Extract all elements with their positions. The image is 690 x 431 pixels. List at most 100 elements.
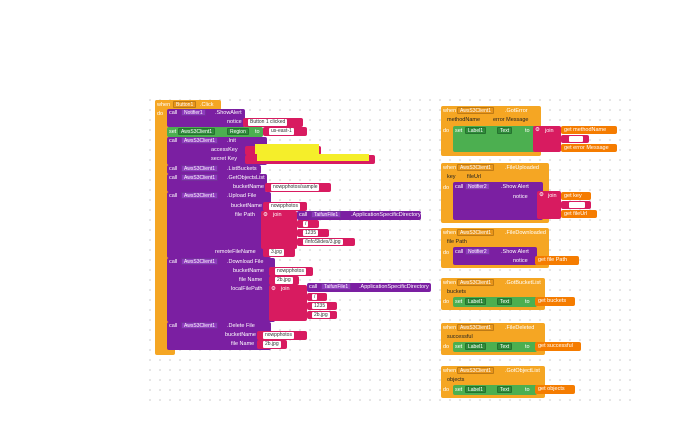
click-event-label: .Click [200, 102, 214, 108]
file-text-value[interactable]: 2b.jpg [263, 341, 281, 348]
slash-text-value[interactable]: / [312, 294, 318, 300]
bucket-text-value[interactable]: nowpphotos/sample [271, 184, 320, 191]
taifunfile1-pill[interactable]: TaifunFile1 [311, 211, 342, 218]
join-block[interactable] [537, 191, 561, 219]
get-file-path-value[interactable]: get file Path [538, 257, 568, 263]
awss3client1-pill[interactable]: AwsS3Client1 [457, 164, 495, 171]
awss3client1-pill[interactable]: AwsS3Client1 [181, 165, 219, 172]
call-keyword: call [455, 249, 464, 255]
set-label-text-block[interactable] [453, 342, 537, 352]
set-keyword: set [455, 387, 463, 393]
separator-text-value[interactable] [569, 202, 585, 208]
bucket-text-value[interactable]: nowpphotos [263, 332, 294, 339]
awss3client1-pill[interactable]: AwsS3Client1 [457, 367, 495, 374]
param-file-path[interactable]: file Path [447, 239, 467, 245]
text-prop-pill[interactable]: Text [497, 343, 513, 350]
app-dir-block[interactable] [297, 211, 421, 220]
param-successful[interactable]: successful [447, 334, 473, 340]
param-buckets[interactable]: buckets [447, 289, 466, 295]
join-block[interactable] [533, 126, 561, 152]
param-method-name[interactable]: methodName [447, 117, 481, 123]
awss3client1-pill[interactable]: AwsS3Client1 [181, 192, 219, 199]
notifier1-pill[interactable]: Notifier1 [181, 109, 206, 116]
show-alert-method: .Show Alert [501, 184, 529, 190]
init-method: .Init [227, 138, 236, 144]
get-buckets-value[interactable]: get buckets [538, 298, 567, 304]
text-prop-pill[interactable]: Text [497, 386, 513, 393]
notice-text-value[interactable]: Button 1 clicked [248, 119, 288, 126]
got-error-label: .GotError [505, 108, 528, 114]
gear-icon[interactable]: ⚙ [271, 286, 276, 292]
awss3client1-pill[interactable]: AwsS3Client1 [457, 279, 495, 286]
get-key-value[interactable]: get key [564, 193, 582, 199]
redacted-secret-key [257, 154, 369, 161]
text-prop-pill[interactable]: Text [497, 298, 513, 305]
remote-file-name-label: remoteFileName [215, 249, 256, 255]
set-label-text-block[interactable] [453, 297, 537, 307]
app-dir-block[interactable] [307, 283, 431, 292]
get-block[interactable] [535, 385, 575, 394]
awss3client1-pill[interactable]: AwsS3Client1 [457, 107, 495, 114]
region-text-value[interactable]: us-east-1 [269, 128, 294, 135]
label1-pill[interactable]: Label1 [465, 298, 487, 305]
awss3client1-pill[interactable]: AwsS3Client1 [181, 322, 219, 329]
slash-text-value[interactable]: / [303, 221, 309, 227]
join-block[interactable] [269, 285, 307, 321]
download-file-block[interactable] [167, 258, 275, 322]
remote-text-value[interactable]: 3.jpg [269, 249, 284, 256]
awss3client1-pill[interactable]: AwsS3Client1 [178, 128, 216, 135]
taifunfile1-pill[interactable]: TaifunFile1 [321, 283, 352, 290]
button1-component-pill[interactable]: Button1 [173, 101, 197, 108]
separator-text-value[interactable] [569, 136, 583, 142]
notifier2-pill[interactable]: Notifier2 [465, 248, 490, 255]
param-file-url[interactable]: fileUrl [467, 174, 482, 180]
upload-file-block[interactable] [167, 192, 271, 258]
show-alert-method: .Show Alert [501, 249, 529, 255]
call-keyword: call [455, 184, 464, 190]
awss3client1-pill[interactable]: AwsS3Client1 [181, 258, 219, 265]
blocks-canvas[interactable]: when Button1 .Click do call Notifier1 .S… [145, 95, 631, 405]
join-block[interactable] [261, 211, 297, 249]
get-block[interactable] [535, 342, 581, 351]
get-method-name-value[interactable]: get methodName [564, 127, 607, 133]
awss3client1-pill[interactable]: AwsS3Client1 [181, 174, 219, 181]
get-successful-value[interactable]: get successful [538, 343, 573, 349]
file-text-value[interactable]: 2b.jpg [275, 277, 293, 284]
file-text-value[interactable]: /InfoSlides/3.jpg [303, 239, 343, 245]
region-prop-pill[interactable]: Region [227, 128, 249, 135]
awss3client1-pill[interactable]: AwsS3Client1 [457, 229, 495, 236]
gear-icon[interactable]: ⚙ [535, 127, 540, 133]
get-block[interactable] [535, 256, 579, 265]
param-objects[interactable]: objects [447, 377, 465, 383]
get-block[interactable] [561, 192, 591, 200]
label1-pill[interactable]: Label1 [465, 127, 487, 134]
file-name-label: file Name [239, 277, 263, 283]
get-block[interactable] [535, 297, 575, 306]
get-block[interactable] [561, 144, 617, 152]
to-keyword: to [525, 128, 530, 134]
get-block[interactable] [561, 210, 597, 218]
bucket-text-value[interactable]: nowpphotos [269, 203, 300, 210]
get-block[interactable] [561, 126, 617, 134]
file-text-value[interactable]: 2b.jpg [312, 312, 330, 318]
label1-pill[interactable]: Label1 [465, 386, 487, 393]
text-prop-pill[interactable]: Text [497, 127, 513, 134]
notifier2-pill[interactable]: Notifier2 [465, 183, 490, 190]
awss3client1-pill[interactable]: AwsS3Client1 [457, 324, 495, 331]
param-error-message[interactable]: error Message [493, 117, 529, 123]
param-key[interactable]: key [447, 174, 456, 180]
awss3client1-pill[interactable]: AwsS3Client1 [181, 137, 219, 144]
get-file-url-value[interactable]: get fileUrl [564, 211, 588, 217]
gear-icon[interactable]: ⚙ [539, 192, 544, 198]
num-text-value[interactable]: 1235 [312, 303, 328, 309]
do-keyword: do [157, 111, 164, 117]
set-label-text-block[interactable] [453, 385, 537, 395]
bucket-text-value[interactable]: nowpphotos [275, 268, 306, 275]
label1-pill[interactable]: Label1 [465, 343, 487, 350]
get-error-message-value[interactable]: get error Message [564, 145, 609, 151]
gear-icon[interactable]: ⚙ [263, 212, 268, 218]
get-objects-value[interactable]: get objects [538, 386, 565, 392]
upload-file-method: .Upload File [227, 193, 257, 199]
num-text-value[interactable]: 1235 [303, 230, 319, 236]
call-keyword: call [169, 193, 178, 199]
